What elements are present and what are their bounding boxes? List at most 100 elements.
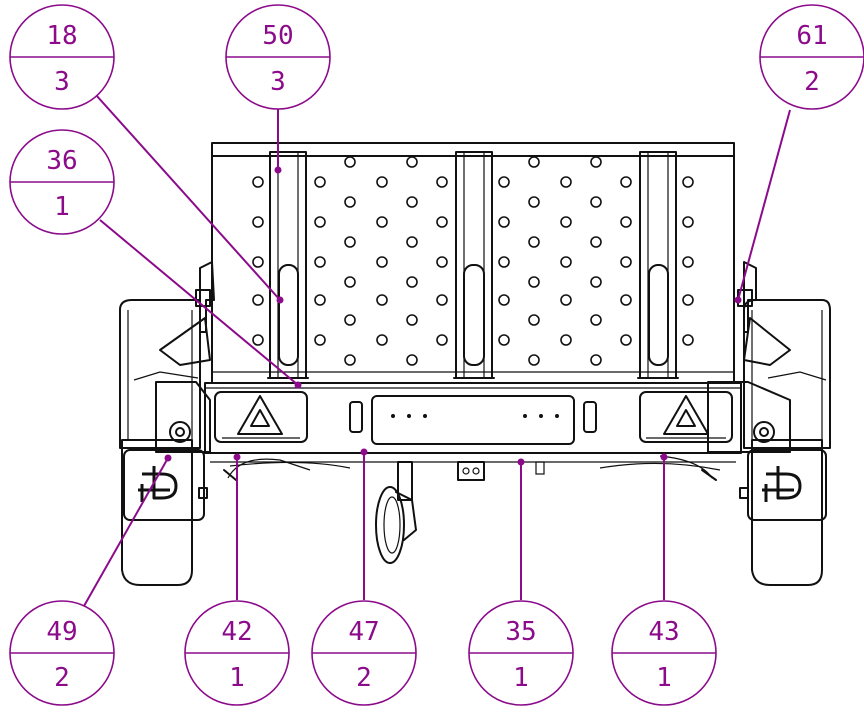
perforation-hole xyxy=(406,196,418,208)
balloon-quantity: 3 xyxy=(54,67,70,97)
balloon-quantity: 1 xyxy=(229,663,245,693)
right-mudguard-logo xyxy=(747,449,827,521)
perforation-hole xyxy=(376,294,388,306)
right-tail-light xyxy=(639,391,733,443)
balloon-quantity: 3 xyxy=(270,67,286,97)
number-plate xyxy=(371,395,575,445)
perforation-hole xyxy=(252,216,264,228)
perforation-hole xyxy=(528,276,540,288)
balloon-quantity: 1 xyxy=(54,192,70,222)
left-wheel xyxy=(119,299,201,586)
perforation-hole xyxy=(376,176,388,188)
perforation-hole xyxy=(590,276,602,288)
balloon-18: 18 3 xyxy=(9,4,115,110)
perforation-hole xyxy=(620,256,632,268)
perforation-hole xyxy=(528,196,540,208)
perforation-hole xyxy=(376,334,388,346)
balloon-quantity: 2 xyxy=(54,663,70,693)
jockey-wheel xyxy=(375,461,417,564)
perforation-hole xyxy=(436,216,448,228)
balloon-42: 42 1 xyxy=(184,600,290,706)
trailer-drawing xyxy=(119,142,831,586)
balloon-quantity: 2 xyxy=(804,67,820,97)
perforation-hole xyxy=(620,176,632,188)
balloon-item-number: 50 xyxy=(262,21,293,51)
perforation-hole xyxy=(314,334,326,346)
perforation-hole xyxy=(376,256,388,268)
perforation-hole xyxy=(528,236,540,248)
balloon-49: 49 2 xyxy=(9,600,115,706)
balloon-item-number: 49 xyxy=(46,617,77,647)
perforation-hole xyxy=(406,236,418,248)
perforation-hole xyxy=(344,276,356,288)
perforation-hole xyxy=(498,176,510,188)
perforation-hole xyxy=(406,276,418,288)
perforation-hole xyxy=(560,256,572,268)
perforation-hole xyxy=(528,314,540,326)
perforation-hole xyxy=(498,256,510,268)
perforation-hole xyxy=(314,256,326,268)
perforation-hole xyxy=(436,256,448,268)
perforation-hole xyxy=(682,256,694,268)
perforation-hole xyxy=(682,294,694,306)
balloon-36: 36 1 xyxy=(9,129,115,235)
balloon-quantity: 1 xyxy=(656,663,672,693)
tailgate-perforations xyxy=(252,156,694,366)
balloon-item-number: 18 xyxy=(46,21,77,51)
balloon-quantity: 2 xyxy=(356,663,372,693)
balloon-item-number: 35 xyxy=(505,617,536,647)
perforation-hole xyxy=(560,216,572,228)
left-tail-light xyxy=(214,391,308,443)
balloon-50: 50 3 xyxy=(225,4,331,110)
perforation-hole xyxy=(498,334,510,346)
perforation-hole xyxy=(682,216,694,228)
right-wheel xyxy=(743,299,831,586)
balloon-item-number: 36 xyxy=(46,146,77,176)
perforation-hole xyxy=(620,294,632,306)
perforation-hole xyxy=(344,354,356,366)
balloon-item-number: 61 xyxy=(796,21,827,51)
balloon-item-number: 47 xyxy=(348,617,379,647)
perforation-hole xyxy=(590,354,602,366)
perforation-hole xyxy=(560,334,572,346)
perforation-hole xyxy=(436,294,448,306)
balloon-item-number: 42 xyxy=(221,617,252,647)
left-mudguard-logo xyxy=(123,449,205,521)
perforation-hole xyxy=(682,176,694,188)
perforation-hole xyxy=(406,156,418,168)
balloon-47: 47 2 xyxy=(311,600,417,706)
perforation-hole xyxy=(498,294,510,306)
perforation-hole xyxy=(682,334,694,346)
perforation-hole xyxy=(590,156,602,168)
balloon-43: 43 1 xyxy=(611,600,717,706)
perforation-hole xyxy=(406,314,418,326)
perforation-hole xyxy=(528,156,540,168)
perforation-hole xyxy=(376,216,388,228)
perforation-hole xyxy=(344,236,356,248)
balloon-item-number: 43 xyxy=(648,617,679,647)
perforation-hole xyxy=(620,334,632,346)
perforation-hole xyxy=(528,354,540,366)
perforation-hole xyxy=(252,176,264,188)
perforation-hole xyxy=(344,314,356,326)
right-reflector xyxy=(583,401,597,433)
perforation-hole xyxy=(344,156,356,168)
perforation-hole xyxy=(252,334,264,346)
balloon-61: 61 2 xyxy=(759,4,864,110)
perforation-hole xyxy=(436,334,448,346)
perforation-hole xyxy=(560,176,572,188)
balloon-quantity: 1 xyxy=(513,663,529,693)
perforation-hole xyxy=(590,314,602,326)
balloon-35: 35 1 xyxy=(468,600,574,706)
perforation-hole xyxy=(314,294,326,306)
perforation-hole xyxy=(252,294,264,306)
perforation-hole xyxy=(252,256,264,268)
perforation-hole xyxy=(436,176,448,188)
left-reflector xyxy=(349,401,363,433)
leader-lines xyxy=(83,94,791,607)
tailgate xyxy=(211,142,735,384)
perforation-hole xyxy=(590,236,602,248)
perforation-hole xyxy=(406,354,418,366)
perforation-hole xyxy=(498,216,510,228)
